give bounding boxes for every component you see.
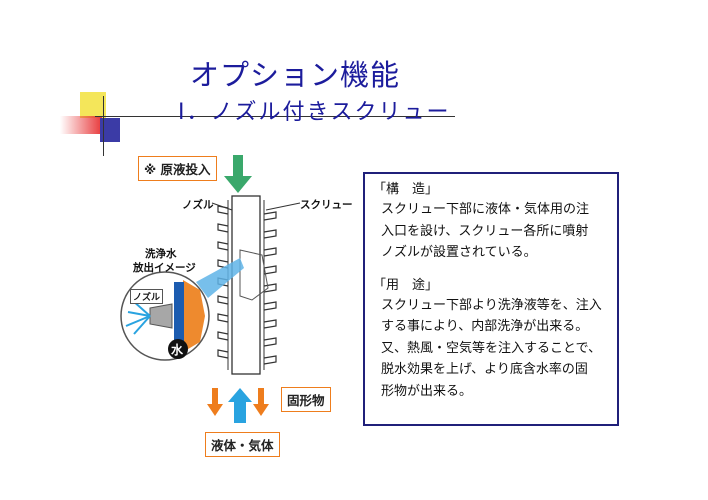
decor-yellow-square [80, 92, 106, 118]
screw-body [227, 195, 265, 375]
structure-line: スクリュー下部に液体・気体用の注 [381, 202, 590, 217]
use-heading: 「用 途」 [373, 277, 439, 293]
input-arrow-icon [224, 155, 252, 193]
inset-nozzle-label: ノズル [130, 289, 164, 304]
wash-label-line1: 洗浄水 [145, 248, 177, 260]
decor-red-bar [60, 116, 102, 134]
use-line: 形物が出来る。 [381, 383, 473, 399]
wash-label-line2: 放出イメージ [133, 262, 196, 274]
screw-flights-right [263, 211, 277, 365]
screw-label: スクリュー [300, 199, 353, 211]
title-underline [95, 116, 455, 117]
decor-vertical-line [103, 96, 104, 156]
solid-output-label: 固形物 [281, 387, 331, 412]
water-label: 水 [171, 343, 184, 357]
structure-line: ノズルが設置されている。 [381, 245, 537, 260]
description-box: 「構 造」 スクリュー下部に液体・気体用の注 入口を設け、スクリュー各所に噴射 … [363, 172, 619, 426]
wash-inset [120, 271, 210, 361]
nozzle-label: ノズル [182, 199, 214, 211]
page-title: オプション機能 [190, 58, 401, 92]
screw-leader [265, 202, 301, 211]
use-line: スクリュー下部より洗浄液等を、注入 [381, 297, 602, 313]
use-line: 又、熱風・空気等を注入することで、 [381, 340, 602, 356]
screw-flights-left [217, 205, 229, 359]
liquid-gas-label: 液体・気体 [205, 432, 280, 457]
internal-nozzle [239, 249, 269, 301]
solid-arrow-left-icon [207, 388, 223, 416]
structure-heading: 「構 造」 [373, 182, 439, 197]
nozzle-leader [211, 202, 233, 211]
use-line: する事により、内部洗浄が出来る。 [381, 319, 589, 334]
solid-arrow-right-icon [253, 388, 269, 416]
liquid-arrow-up-icon [228, 388, 252, 423]
use-line: 脱水効果を上げ、より底含水率の固 [381, 362, 588, 377]
decor-blue-square [100, 118, 120, 142]
callout-wedge [196, 258, 244, 298]
structure-line: 入口を設け、スクリュー各所に噴射 [381, 223, 589, 239]
source-input-label: ※ 原液投入 [138, 156, 217, 181]
page-subtitle: Ⅰ．ノズル付きスクリュー [178, 100, 451, 125]
